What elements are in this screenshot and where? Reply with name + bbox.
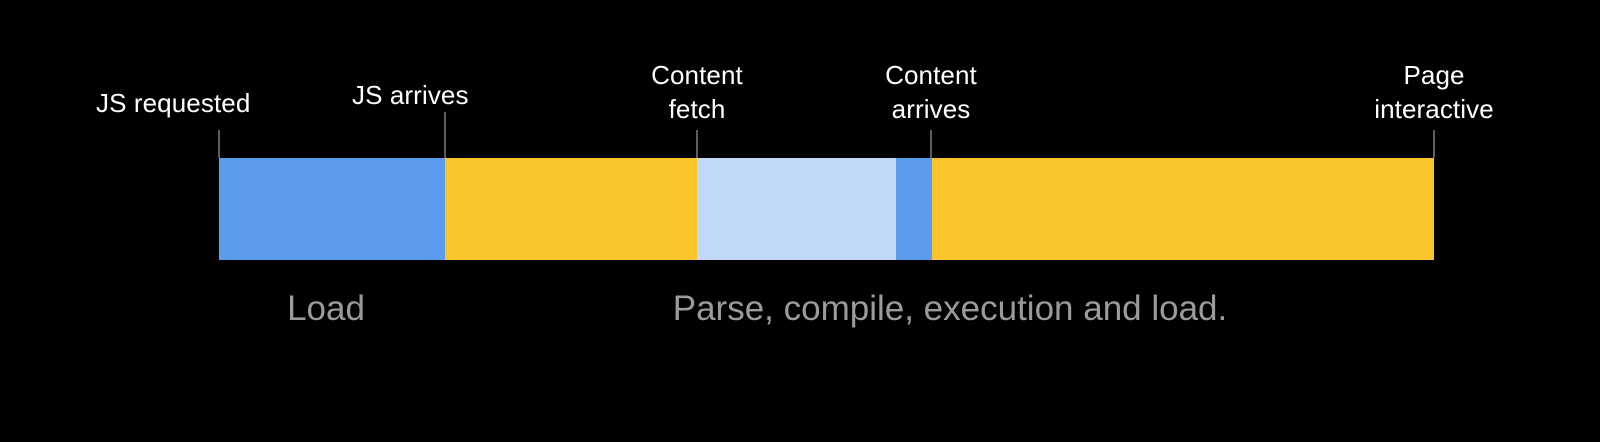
phase-caption-parse: Parse, compile, execution and load. — [672, 289, 1228, 328]
bar-segment-content-wait — [697, 158, 896, 260]
marker-label-page-interactive: Page interactive — [1374, 60, 1494, 124]
leader-line-content-fetch — [696, 130, 698, 158]
marker-label-content-fetch: Content fetch — [651, 60, 743, 124]
marker-label-content-arrives: Content arrives — [885, 60, 977, 124]
leader-line-js-requested — [218, 130, 220, 158]
marker-label-js-requested: JS requested — [96, 88, 251, 118]
bar-segment-parse-compile — [445, 158, 697, 260]
phase-caption-load: Load — [287, 289, 365, 328]
bar-segment-download-js — [219, 158, 445, 260]
bar-segment-content-download — [896, 158, 932, 260]
leader-line-content-arrives — [930, 130, 932, 158]
timeline-bar — [219, 158, 1434, 260]
bar-segment-execution-load — [932, 158, 1434, 260]
marker-label-js-arrives: JS arrives — [352, 80, 469, 110]
leader-line-page-interactive — [1433, 130, 1435, 158]
leader-line-js-arrives — [444, 112, 446, 158]
